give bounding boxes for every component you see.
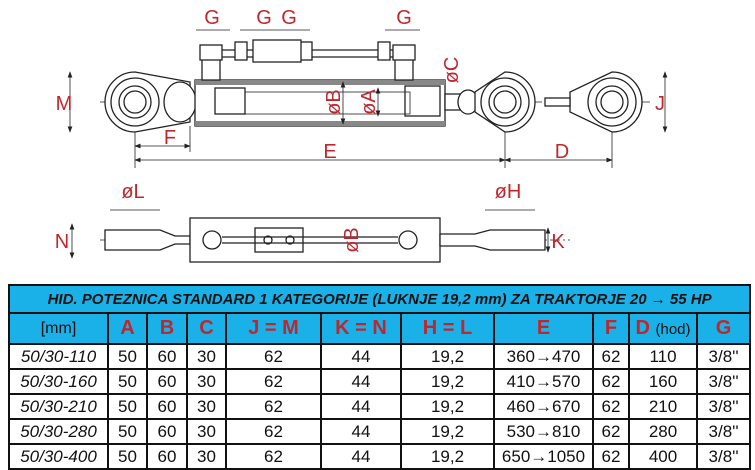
model-cell: 50/30-110 [8,343,109,370]
value-cell: 62 [592,443,630,470]
model-cell: 50/30-210 [8,393,109,420]
header-d: D (hod) [628,312,698,345]
value-cell: 62 [225,368,322,395]
value-cell: 60 [146,418,188,445]
header-f: F [592,312,630,345]
table-title: HID. POTEZNICA STANDARD 1 KATEGORIJE (LU… [7,284,752,314]
value-cell: 650→1050 [493,443,594,470]
header-d-label: D [635,317,650,339]
value-cell: 62 [592,393,630,420]
value-cell: 400 [628,443,698,470]
value-cell: 3/8'' [695,443,752,470]
value-cell: 62 [225,393,322,420]
header-g: G [695,312,752,345]
value-cell: 3/8'' [695,343,752,370]
side-view: øL øH N K øB [55,181,570,263]
value-cell: 62 [225,343,322,370]
hydraulic-cylinder-drawing: G G G G M J F E D øB øA øC øL øH N K øB [55,7,668,263]
value-cell: 50 [107,343,148,370]
label-n: N [55,231,69,253]
value-cell: 44 [320,418,402,445]
header-j-m: J = M [225,312,322,345]
header-e: E [493,312,594,345]
top-view: G G G G M J F E D øB øA øC [56,7,668,168]
model-cell: 50/30-400 [8,443,109,470]
value-cell: 60 [146,393,188,420]
value-cell: 30 [186,418,227,445]
value-cell: 50 [107,393,148,420]
value-cell: 460→670 [493,393,594,420]
value-cell: 160 [628,368,698,395]
value-cell: 44 [320,393,402,420]
label-diam-b: øB [323,89,345,115]
value-cell: 50 [107,443,148,470]
value-cell: 210 [628,393,698,420]
value-cell: 530→810 [493,418,594,445]
value-cell: 110 [628,343,698,370]
value-cell: 280 [628,418,698,445]
model-cell: 50/30-280 [8,418,109,445]
label-e: E [323,141,336,163]
value-cell: 30 [186,443,227,470]
value-cell: 60 [146,368,188,395]
label-g-1: G [204,7,220,29]
value-cell: 62 [592,368,630,395]
value-cell: 19,2 [400,368,495,395]
label-f: F [164,127,176,149]
value-cell: 3/8'' [695,393,752,420]
label-m: M [56,93,73,115]
header-unit: [mm] [8,312,109,345]
header-a: A [107,312,148,345]
value-cell: 410→570 [493,368,594,395]
value-cell: 19,2 [400,443,495,470]
label-diam-l: øL [121,181,144,203]
label-j: J [655,93,665,115]
header-k-n: K = N [320,312,402,345]
label-diam-h: øH [495,181,522,203]
value-cell: 3/8'' [695,368,752,395]
value-cell: 60 [146,343,188,370]
value-cell: 50 [107,418,148,445]
label-diam-c: øC [441,57,463,84]
header-b: B [146,312,188,345]
value-cell: 30 [186,393,227,420]
header-row: [mm] A B C J = M K = N H = L E F D (hod)… [8,312,752,345]
header-d-suffix: (hod) [655,321,691,338]
label-diam-a: øA [358,89,380,115]
label-diam-b-side: øB [341,227,363,253]
label-g-2: G [256,7,272,29]
label-g-3: G [281,7,297,29]
value-cell: 3/8'' [695,418,752,445]
label-g-4: G [396,7,412,29]
value-cell: 44 [320,343,402,370]
value-cell: 30 [186,368,227,395]
label-d: D [555,141,569,163]
specifications-table: HID. POTEZNICA STANDARD 1 KATEGORIJE (LU… [7,284,752,470]
value-cell: 50 [107,368,148,395]
model-cell: 50/30-160 [8,368,109,395]
value-cell: 62 [225,443,322,470]
value-cell: 44 [320,368,402,395]
value-cell: 62 [225,418,322,445]
value-cell: 62 [592,418,630,445]
value-cell: 360→470 [493,343,594,370]
label-k: K [551,231,565,253]
value-cell: 30 [186,343,227,370]
value-cell: 60 [146,443,188,470]
value-cell: 19,2 [400,393,495,420]
value-cell: 62 [592,343,630,370]
header-h-l: H = L [400,312,495,345]
value-cell: 19,2 [400,343,495,370]
value-cell: 19,2 [400,418,495,445]
header-c: C [186,312,227,345]
value-cell: 44 [320,443,402,470]
